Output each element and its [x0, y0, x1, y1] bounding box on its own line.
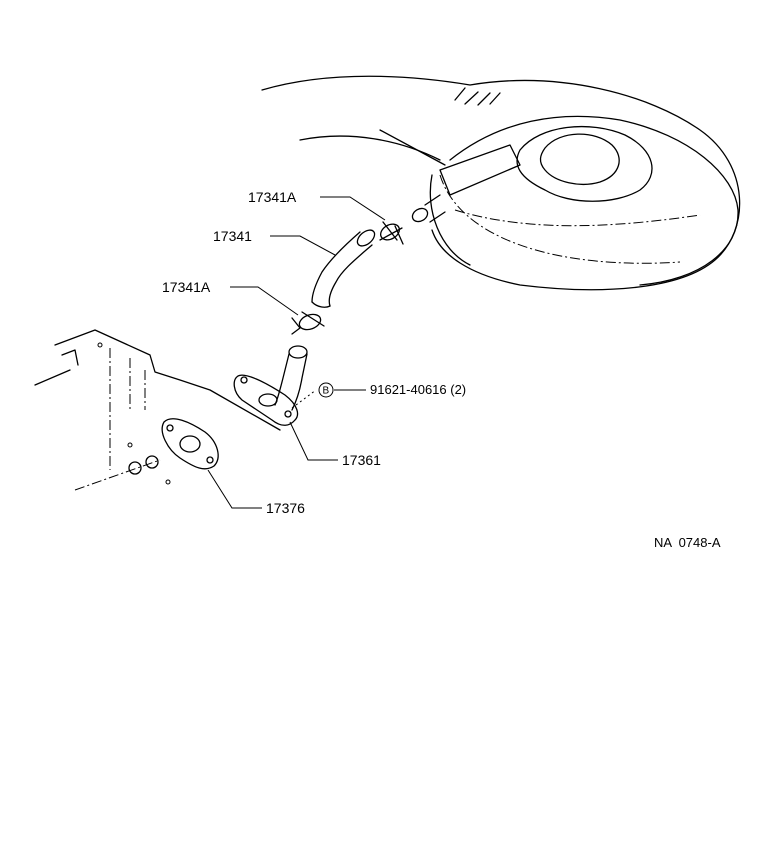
label-pipe: 17361 [342, 452, 381, 468]
hose-assembly [291, 194, 446, 335]
label-gasket: 17376 [266, 500, 305, 516]
label-hose: 17341 [213, 228, 252, 244]
air-cleaner-housing [261, 75, 741, 291]
lower-clamp [291, 311, 325, 335]
pipe-17361 [233, 345, 308, 426]
gasket-17376 [161, 418, 219, 470]
bolt-ref-letter: B [323, 386, 330, 397]
label-bolt-part: 91621-40616 (2) [370, 382, 466, 397]
label-clamp-upper: 17341A [248, 189, 297, 205]
engine-block [34, 329, 281, 491]
label-clamp-lower: 17341A [162, 279, 211, 295]
diagram-code: NA 0748-A [654, 535, 721, 550]
upper-clamp [379, 221, 404, 245]
leader-lines [207, 196, 386, 509]
bolt-reference-marker: B [318, 382, 334, 398]
